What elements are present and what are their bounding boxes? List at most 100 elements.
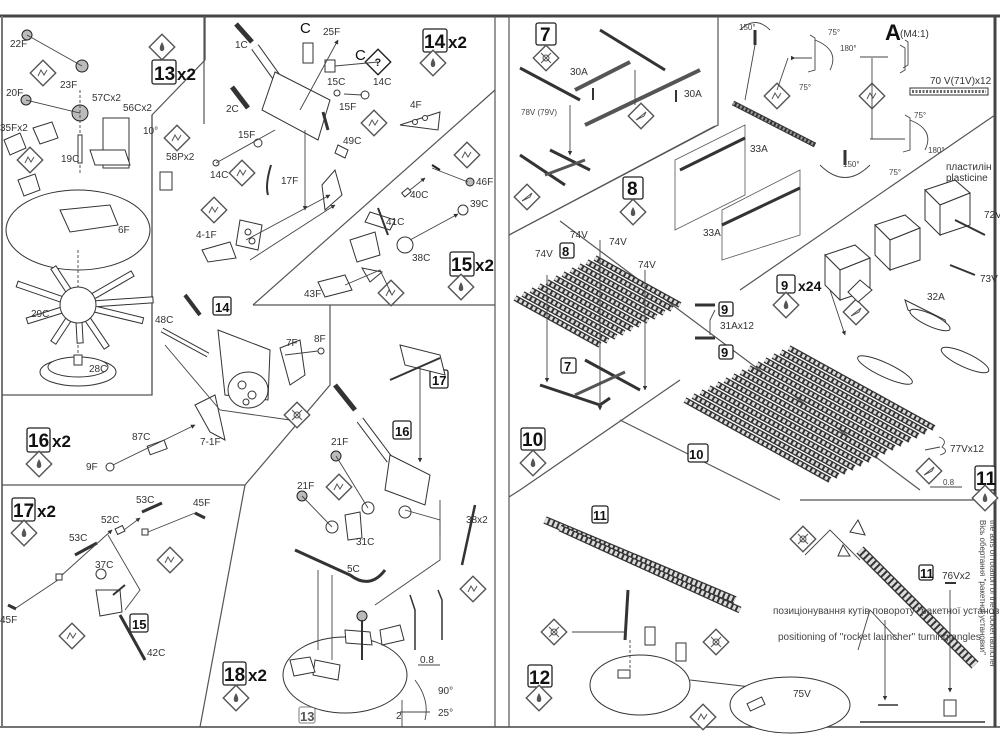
rail-segment: [780, 350, 927, 434]
part-label: 28C: [89, 364, 107, 375]
step-9-badge: 9 x24: [772, 274, 822, 319]
part-label: 45F: [0, 615, 17, 626]
part-label: 70 V(71V)x12: [930, 76, 992, 87]
step-multiplier: x2: [52, 432, 71, 451]
angle-label: 150°: [843, 160, 860, 169]
step-number: 18: [224, 665, 245, 686]
rail-segment: [530, 288, 617, 339]
part-label: 37C: [95, 560, 113, 571]
step-number: 14: [424, 32, 446, 53]
rocket-rail-arrows: [674, 124, 801, 261]
part-label: 15F: [339, 102, 356, 113]
part-label: 87C: [132, 432, 150, 443]
step-ref: 11: [920, 566, 934, 581]
subassembly-ref: 9: [718, 301, 734, 317]
part-label: 53C: [69, 533, 87, 544]
section-label: C: [355, 47, 366, 64]
rail-segment: [522, 292, 609, 343]
step-17-badge: 17 x2: [10, 497, 56, 547]
part-label: 40C: [410, 190, 428, 201]
step-number: 12: [529, 668, 550, 689]
dimension-label: 2: [396, 711, 402, 722]
part-label: 20F: [6, 88, 23, 99]
step-15-badge: 15 x2: [447, 251, 494, 301]
step-number: 9: [781, 278, 788, 293]
part-label: 48C: [155, 315, 173, 326]
section-label: C: [300, 20, 311, 37]
part-label: 21F: [297, 481, 314, 492]
step-9: 9 x24 . пластилін plasticine 72V 73V 32A: [772, 162, 1000, 385]
step-multiplier: x2: [37, 502, 56, 521]
rail-segment: [559, 525, 741, 613]
step-15: 15 x2 46F 40C 39C 41C 38C 43F: [304, 164, 494, 307]
rail-segment: [788, 346, 935, 430]
angle-label: 75°: [914, 111, 926, 120]
part-label: 22F: [10, 39, 27, 50]
part-label: 31Ax12: [720, 321, 754, 332]
step-12: 12 11 11: [525, 505, 1000, 734]
note-text-en: plasticine: [946, 173, 988, 184]
angle-label: 75°: [828, 28, 840, 37]
note-text-uk: пластилін: [946, 162, 992, 173]
step-11-badge: 11: [971, 465, 999, 512]
part-label: 74V: [535, 249, 553, 260]
part-label: 23F: [60, 80, 77, 91]
step-14-badge: 14 x2: [419, 28, 467, 77]
step-10-badge: 11 10: [519, 427, 547, 477]
step-multiplier: x2: [177, 65, 196, 84]
step-number: 15: [451, 255, 473, 276]
part-label: 15C: [327, 77, 345, 88]
rail-segment: [772, 354, 919, 438]
step-14: 14 x2 1C: [196, 20, 481, 263]
subassembly-ref: 16: [392, 420, 412, 440]
part-label: 41C: [386, 217, 404, 228]
part-label: 31C: [356, 537, 374, 548]
step-13-badge: 13 x2: [148, 33, 196, 85]
part-label: 33A: [703, 228, 721, 239]
step-8-badge: 8: [619, 176, 647, 226]
part-label: 56Cx2: [123, 103, 152, 114]
angle-label: 180°: [840, 44, 857, 53]
step-ref: 13: [300, 709, 314, 724]
rail-segment: [724, 378, 871, 462]
part-label: 38C: [412, 253, 430, 264]
part-label: 32A: [927, 292, 945, 303]
part-label: 35Fx2: [0, 123, 28, 134]
step-13: 13 x2 22F 23F 20F 57Cx2: [0, 29, 196, 387]
axis-note-uk: Вісь обертання "ракетної установки": [978, 520, 987, 655]
rail-segment: [684, 398, 831, 482]
rail-segment: [543, 517, 737, 603]
part-label: 49C: [343, 136, 361, 147]
part-label: 39C: [470, 199, 488, 210]
angle-label: 75°: [889, 168, 901, 177]
part-label: 4F: [410, 100, 422, 111]
step-18: 18 x2 17 16 13: [222, 344, 488, 727]
step-17: 17 x2 15 53C 45F 52C 53C 37C 45F 42C: [0, 495, 210, 661]
part-label: 19C: [61, 154, 79, 165]
part-label: 33A: [750, 144, 768, 155]
part-label: 72V: [984, 210, 1000, 221]
part-label: 30A: [570, 67, 588, 78]
angle-label: 75°: [799, 83, 811, 92]
detail-scale: (M4:1): [900, 29, 929, 40]
detail-letter: A: [885, 20, 901, 45]
step-8: 8 150° 75° 180° 75° 150° 7: [619, 22, 945, 261]
step-number: 13: [154, 64, 175, 85]
part-label: 77Vx12: [950, 444, 984, 455]
launcher-rail: [543, 516, 742, 614]
step-ref: 14: [215, 300, 230, 315]
step-number: 7: [540, 25, 551, 46]
rail-segment: [748, 366, 895, 450]
detail-a: A (M4:1) 70 V(71V)x12: [885, 20, 992, 96]
rail-segment: [700, 390, 847, 474]
axis-note-en: the axis of rotation of the "rocket laun…: [988, 520, 997, 670]
step-ref: 16: [395, 424, 409, 439]
part-label: 9F: [86, 462, 98, 473]
part-label: 7F: [286, 338, 298, 349]
subassembly-ref: 9: [718, 344, 734, 360]
part-label: 4-1F: [196, 230, 217, 241]
step-18-badge: 18 x2: [222, 661, 267, 712]
step-number: 11: [976, 469, 997, 490]
rail-segment: [546, 280, 633, 331]
